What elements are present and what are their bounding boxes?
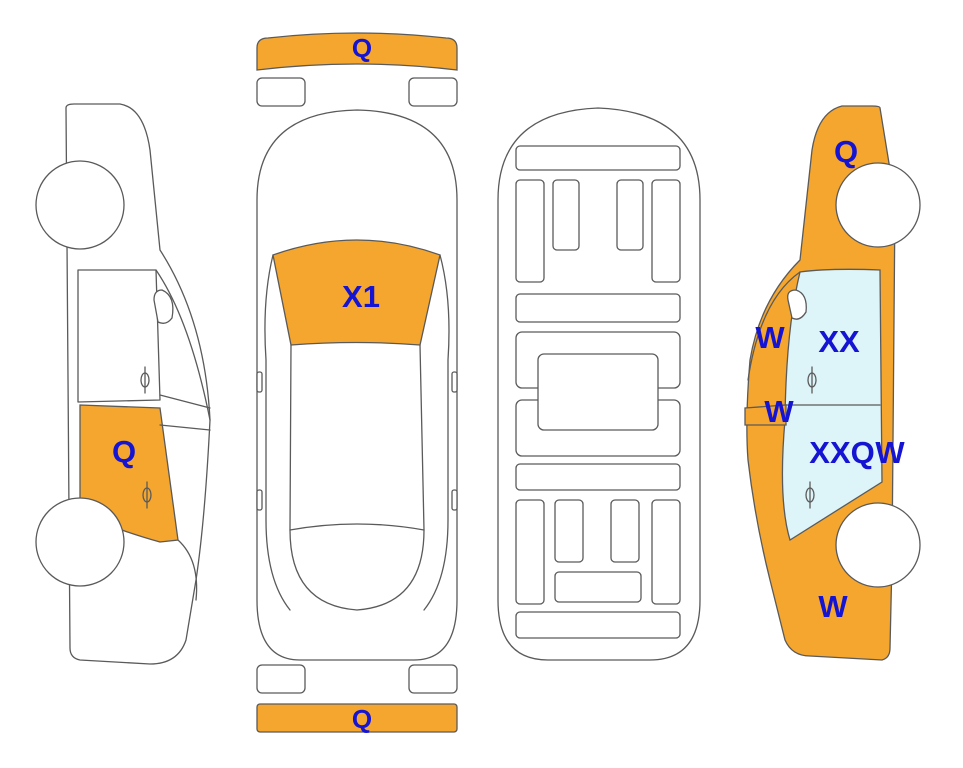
left-window-rear bbox=[159, 394, 211, 409]
left-mirror-top bbox=[256, 371, 263, 393]
right-a-pillar bbox=[423, 254, 450, 611]
left-side-view: Q bbox=[35, 103, 211, 665]
underbody-rear-inner-left bbox=[554, 499, 584, 563]
roof-outline bbox=[289, 344, 425, 531]
left-a-pillar bbox=[264, 254, 291, 611]
right-front-glass-label: XX bbox=[818, 324, 860, 359]
left-door-handle-front bbox=[140, 366, 150, 394]
right-side-view: Q W XX W XXQ W W bbox=[744, 105, 921, 661]
front-bumper-label: Q bbox=[352, 33, 372, 63]
front-right-light bbox=[408, 77, 458, 107]
rear-bumper-damage bbox=[256, 703, 458, 733]
left-rear-wheel bbox=[35, 497, 125, 587]
underbody-rear-tank bbox=[554, 571, 642, 603]
underbody-rear-crossmember bbox=[515, 611, 681, 639]
front-left-light bbox=[256, 77, 306, 107]
right-mirror-top bbox=[451, 371, 458, 393]
rear-left-light bbox=[256, 664, 306, 694]
left-front-wheel bbox=[35, 160, 125, 250]
right-rear-quarter-label: W bbox=[818, 589, 848, 624]
left-rear-door-label: Q bbox=[112, 434, 136, 469]
left-window-rear-2 bbox=[159, 424, 211, 431]
underbody-view bbox=[497, 107, 701, 661]
rear-window bbox=[289, 529, 425, 611]
right-door-handle-rear bbox=[805, 481, 815, 509]
underbody-rear-bar bbox=[515, 463, 681, 491]
left-window-frame bbox=[155, 269, 211, 421]
right-rear-door-edge-label: W bbox=[875, 435, 905, 470]
underbody-front-left-rail bbox=[515, 179, 545, 283]
left-rear-body-line bbox=[177, 539, 198, 601]
left-mirror bbox=[153, 289, 174, 324]
right-door-handle-front bbox=[807, 366, 817, 394]
underbody-center-panel bbox=[537, 353, 659, 431]
right-front-wheel bbox=[835, 162, 921, 248]
windshield-label: X1 bbox=[342, 279, 380, 314]
right-front-pillar-line bbox=[747, 271, 801, 381]
rear-bumper-label: Q bbox=[352, 704, 372, 734]
left-handle-top bbox=[256, 489, 263, 511]
right-pillar-strip bbox=[744, 404, 787, 426]
right-handle-top bbox=[451, 489, 458, 511]
underbody-rear-left-rail bbox=[515, 499, 545, 605]
front-bumper-damage bbox=[256, 32, 458, 71]
rear-right-light bbox=[408, 664, 458, 694]
top-view: Q X1 Q bbox=[256, 32, 458, 734]
right-rear-glass-label: XXQ bbox=[809, 435, 874, 470]
right-rear-wheel bbox=[835, 502, 921, 588]
underbody-front-right-rail bbox=[651, 179, 681, 283]
right-mirror bbox=[787, 289, 807, 320]
left-door-handle-rear bbox=[142, 481, 152, 509]
underbody-front-crossmember bbox=[515, 145, 681, 171]
underbody-front-inner-right bbox=[616, 179, 644, 251]
underbody-front-inner-left bbox=[552, 179, 580, 251]
right-pillar-upper-label: W bbox=[755, 320, 785, 355]
top-body-outline bbox=[256, 109, 458, 661]
right-pillar-lower-label: W bbox=[764, 394, 794, 429]
underbody-front-bar bbox=[515, 293, 681, 323]
left-door-panel-front bbox=[77, 269, 161, 403]
underbody-rear-right-rail bbox=[651, 499, 681, 605]
underbody-rear-inner-right bbox=[610, 499, 640, 563]
right-front-fender-label: Q bbox=[834, 134, 858, 169]
